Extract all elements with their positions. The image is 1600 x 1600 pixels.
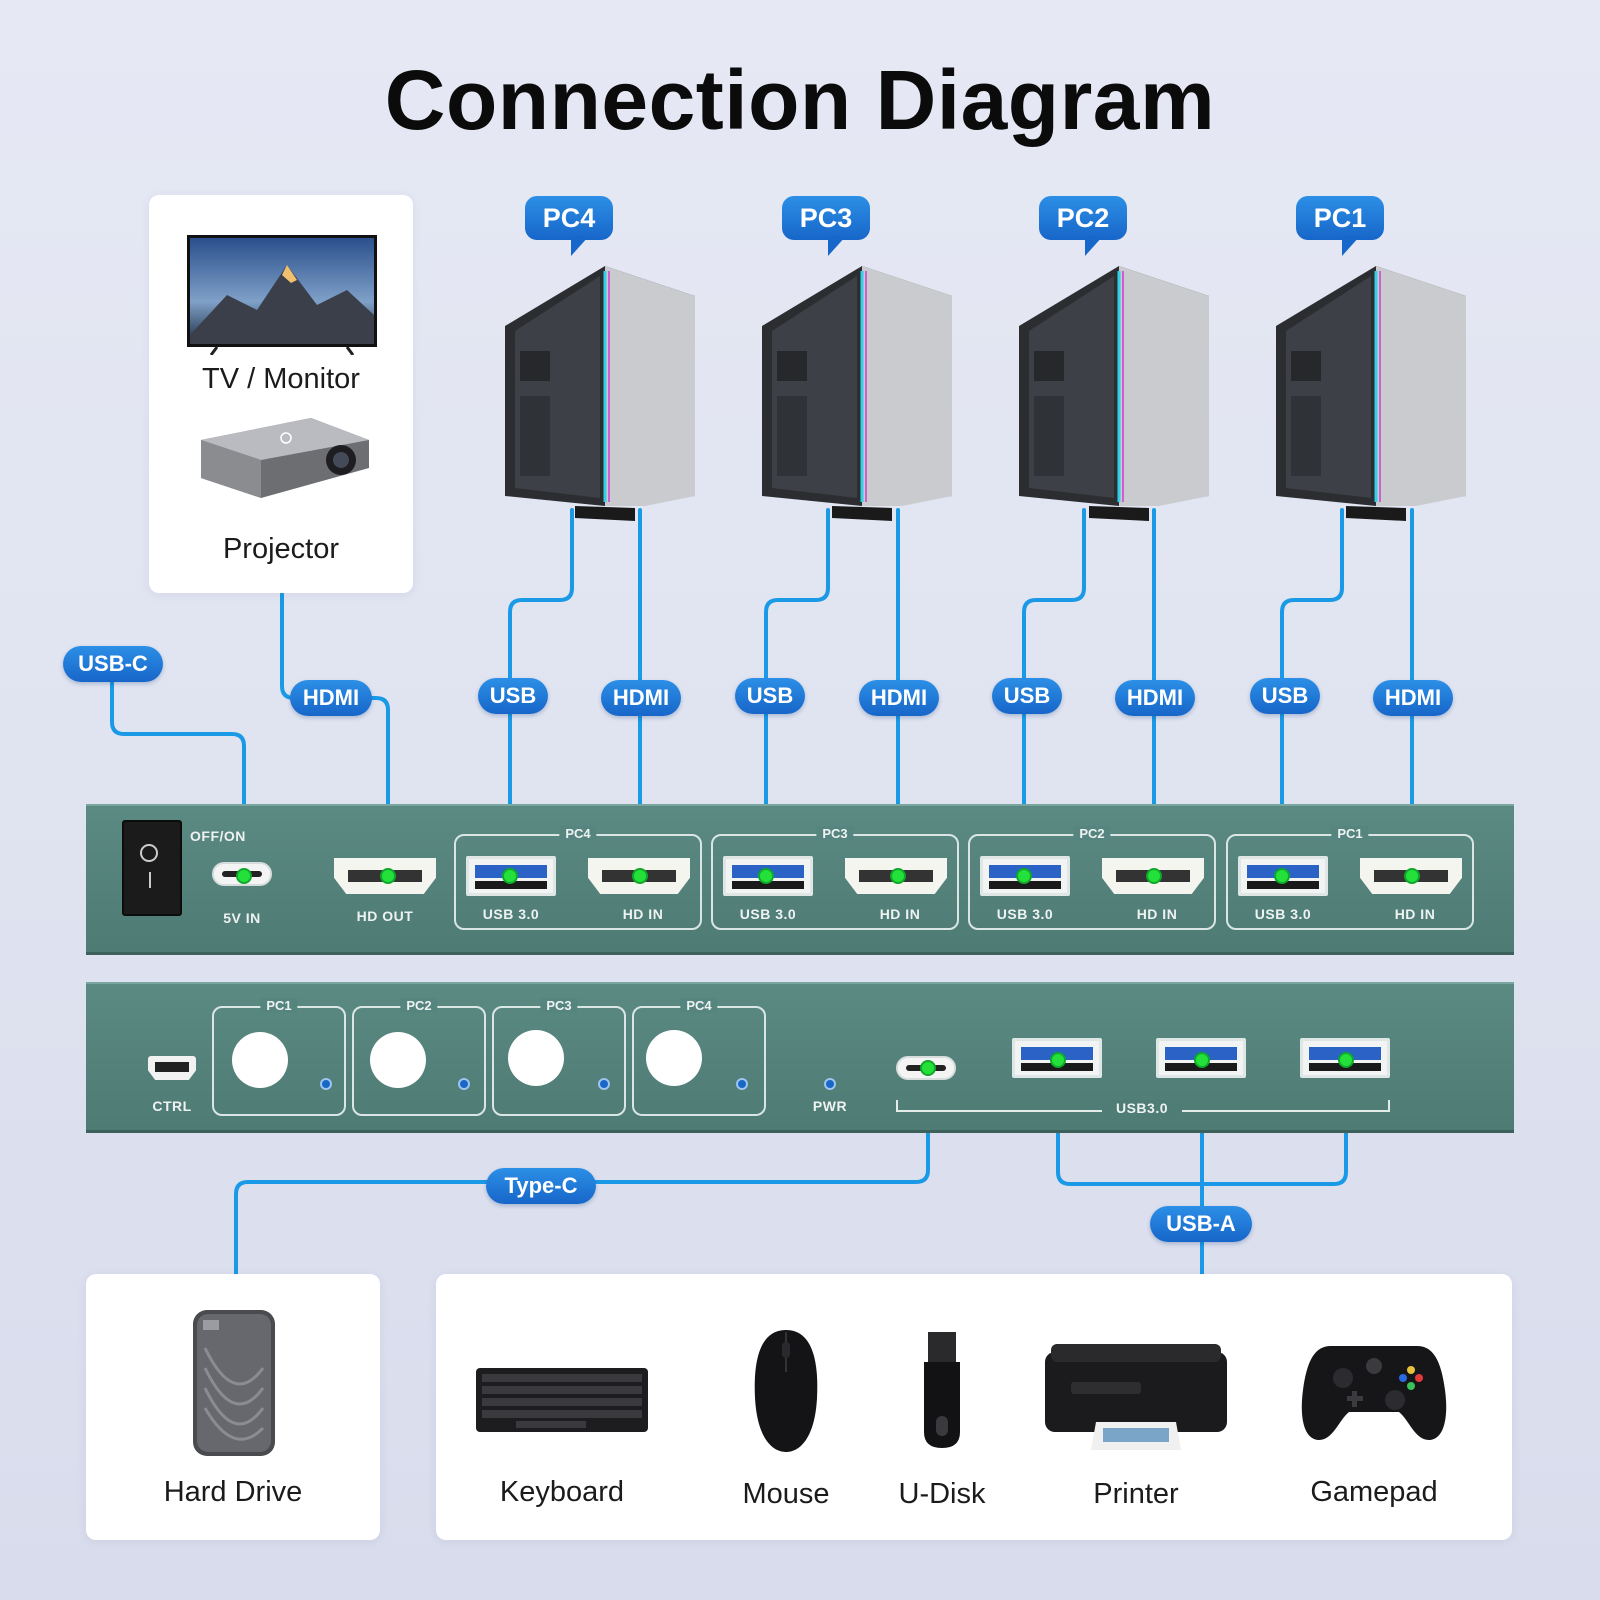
pc2-hdmi-cable-tag: HDMI [1115, 680, 1195, 716]
front-type-c-connector-dot [920, 1060, 936, 1076]
mouse-icon [754, 1330, 818, 1452]
pc4-select-group: PC4 [632, 998, 766, 1116]
ctrl-port[interactable] [148, 1056, 196, 1080]
pc2-usb-connector-dot [1016, 868, 1032, 884]
pc3-hdmi-label: HD IN [879, 906, 921, 922]
pc3-hdmi-cable-tag: HDMI [859, 680, 939, 716]
front-usb2-connector-dot [1194, 1052, 1210, 1068]
printer-item: Printer [1036, 1274, 1236, 1540]
type-c-cable-tag: Type-C [486, 1168, 596, 1204]
pc4-usb-connector-dot [502, 868, 518, 884]
pc1-select-button[interactable] [232, 1032, 288, 1088]
pc1-tower-icon [1276, 266, 1466, 521]
pc4-hdmi-cable-tag: HDMI [601, 680, 681, 716]
pc4-usb-label: USB 3.0 [482, 906, 540, 922]
u-disk-icon [924, 1332, 960, 1448]
pc1-usb-cable-tag: USB [1250, 678, 1320, 714]
pc1-tag: PC1 [1296, 196, 1384, 256]
pc3-usb-cable-tag: USB [735, 678, 805, 714]
pc3-port-group: PC3 USB 3.0 HD IN [711, 826, 959, 930]
keyboard-item: Keyboard [462, 1274, 662, 1540]
pc1-hdmi-cable-tag: HDMI [1373, 680, 1453, 716]
pc1-hdmi-label: HD IN [1394, 906, 1436, 922]
pc2-tag: PC2 [1039, 196, 1127, 256]
pc2-usb-label: USB 3.0 [996, 906, 1054, 922]
pc4-led [736, 1078, 748, 1090]
printer-icon [1045, 1344, 1227, 1450]
pc1-usb-label: USB 3.0 [1254, 906, 1312, 922]
pc3-select-group: PC3 [492, 998, 626, 1116]
pc3-select-button[interactable] [508, 1030, 564, 1086]
peripherals-card: Keyboard Mouse U-Disk Printer [436, 1274, 1512, 1540]
gamepad-label: Gamepad [1310, 1476, 1438, 1508]
pwr-label: PWR [812, 1098, 848, 1114]
pc2-usb-cable-tag: USB [992, 678, 1062, 714]
printer-label: Printer [1093, 1478, 1179, 1510]
rear-panel: OFF/ON 5V IN HD OUT PC4 USB 3.0 HD IN PC… [86, 804, 1514, 955]
pc1-led [320, 1078, 332, 1090]
power-switch[interactable] [122, 820, 182, 916]
power-switch-label: OFF/ON [190, 828, 246, 844]
mouse-label: Mouse [742, 1478, 830, 1510]
pc2-hdmi-label: HD IN [1136, 906, 1178, 922]
pc1-usb-connector-dot [1274, 868, 1290, 884]
power-led [824, 1078, 836, 1090]
usb-c-cable-tag: USB-C [63, 646, 163, 682]
u-disk-label: U-Disk [898, 1478, 986, 1510]
pc1-usb-port[interactable] [1238, 856, 1328, 896]
power-in-connector-dot [236, 868, 252, 884]
display-card: TV / Monitor Projector [149, 195, 413, 593]
hard-drive-card: Hard Drive [86, 1274, 380, 1540]
ctrl-label: CTRL [152, 1098, 192, 1114]
pc2-tower-icon [1019, 266, 1209, 521]
gamepad-item: Gamepad [1274, 1274, 1474, 1540]
u-disk-item: U-Disk [842, 1274, 1042, 1540]
hd-out-connector-dot [380, 868, 396, 884]
pc4-hdmi-label: HD IN [622, 906, 664, 922]
page-title: Connection Diagram [384, 53, 1216, 147]
pc4-select-button[interactable] [646, 1030, 702, 1086]
pc3-usb-connector-dot [758, 868, 774, 884]
front-usb3-connector-dot [1338, 1052, 1354, 1068]
pc2-select-button[interactable] [370, 1032, 426, 1088]
pc1-port-group: PC1 USB 3.0 HD IN [1226, 826, 1474, 930]
keyboard-icon [476, 1368, 648, 1432]
front-usb1-connector-dot [1050, 1052, 1066, 1068]
pc1-hdmi-connector-dot [1404, 868, 1420, 884]
pc3-tower-icon [762, 266, 952, 521]
gamepad-icon [1301, 1346, 1447, 1440]
pc4-usb-cable-tag: USB [478, 678, 548, 714]
power-in-label: 5V IN [223, 910, 261, 926]
pc2-select-group: PC2 [352, 998, 486, 1116]
pc4-tower-icon [505, 266, 695, 521]
usb3-group-label: USB3.0 [1102, 1100, 1182, 1116]
projector-icon [201, 418, 369, 498]
pc2-port-group: PC2 USB 3.0 HD IN [968, 826, 1216, 930]
pc4-hdmi-connector-dot [632, 868, 648, 884]
hard-drive-icon [193, 1310, 275, 1456]
pc4-port-group: PC4 USB 3.0 HD IN [454, 826, 702, 930]
front-panel: CTRL PC1 PC2 PC3 PC4 PWR USB3.0 [86, 982, 1514, 1133]
pc2-led [458, 1078, 470, 1090]
pc4-tag: PC4 [525, 196, 613, 256]
pc3-usb-label: USB 3.0 [739, 906, 797, 922]
projector-label: Projector [222, 533, 340, 565]
pc2-hdmi-connector-dot [1146, 868, 1162, 884]
pc3-hdmi-connector-dot [890, 868, 906, 884]
hard-drive-label: Hard Drive [163, 1476, 303, 1508]
hd-out-label: HD OUT [356, 908, 414, 924]
pc1-select-group: PC1 [212, 998, 346, 1116]
pc3-led [598, 1078, 610, 1090]
tv-monitor-label: TV / Monitor [202, 363, 360, 395]
mouse-item: Mouse [686, 1274, 886, 1540]
pc3-tag: PC3 [782, 196, 870, 256]
hdmi-out-cable-tag: HDMI [290, 680, 372, 716]
keyboard-label: Keyboard [499, 1476, 625, 1508]
usb-a-cable-tag: USB-A [1150, 1206, 1252, 1242]
tv-icon [187, 235, 377, 355]
